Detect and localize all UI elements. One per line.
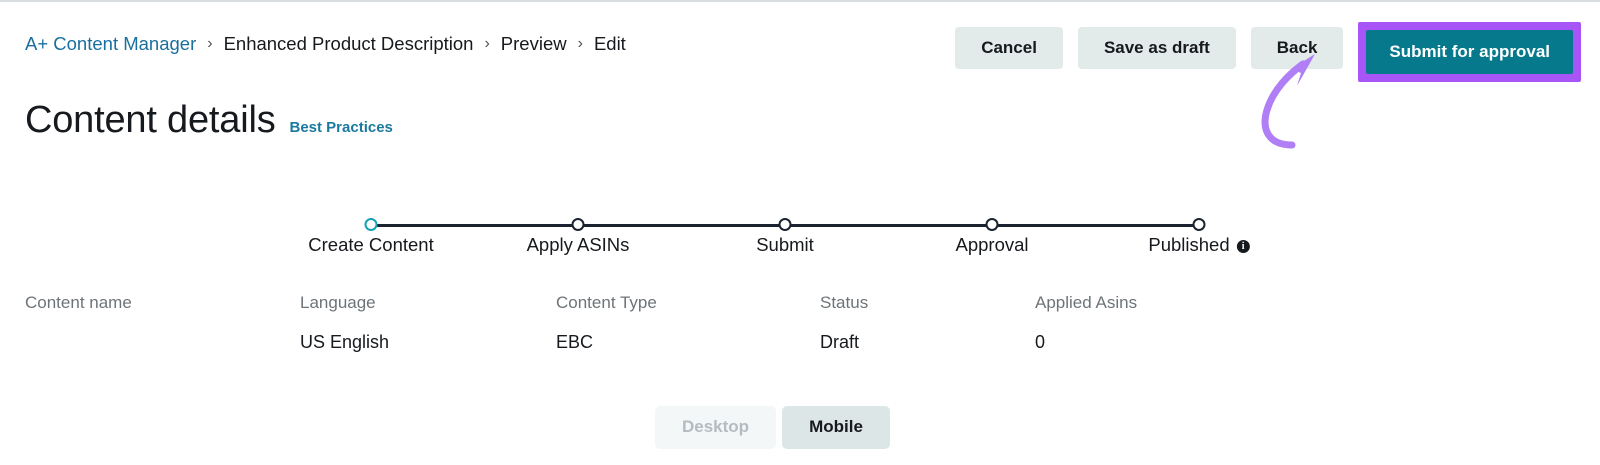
stepper-label-wrapper: Published i (1148, 234, 1250, 256)
meta-label: Status (820, 293, 869, 312)
meta-field-content-name: Content name (25, 294, 132, 351)
stepper-step-submit[interactable]: Submit (756, 218, 814, 255)
stepper-step-published[interactable]: Published i (1148, 218, 1250, 255)
stepper-step-create-content[interactable]: Create Content (308, 218, 434, 255)
breadcrumb-item-preview[interactable]: Preview (500, 33, 567, 54)
progress-stepper: Create Content Apply ASINs Submit Approv… (308, 218, 1250, 255)
meta-field-status: Status Draft (820, 294, 868, 351)
meta-value: US English (300, 332, 390, 352)
top-bar: A+ Content Manager › Enhanced Product De… (0, 2, 1600, 82)
save-as-draft-button[interactable]: Save as draft (1077, 27, 1236, 69)
stepper-label: Published (1148, 234, 1230, 255)
toolbar-actions: Cancel Save as draft Back Submit for app… (955, 22, 1581, 82)
preview-view-toggle: Desktop Mobile (655, 406, 890, 449)
breadcrumb-item-edit[interactable]: Edit (593, 33, 626, 54)
page-title: Content details (25, 99, 276, 141)
meta-field-language: Language US English (300, 294, 389, 351)
stepper-label: Apply ASINs (526, 234, 630, 255)
stepper-label: Approval (955, 234, 1029, 255)
stepper-step-approval[interactable]: Approval (955, 218, 1029, 255)
stepper-label: Submit (756, 234, 814, 255)
meta-label: Content Type (556, 293, 657, 312)
stepper-dot-icon[interactable] (985, 218, 999, 231)
meta-label: Applied Asins (1035, 293, 1138, 312)
breadcrumb-separator-icon: › (484, 35, 490, 52)
stepper-dot-icon[interactable] (778, 218, 792, 231)
submit-button-highlight: Submit for approval (1358, 22, 1581, 82)
breadcrumb-item-a-plus-content-manager[interactable]: A+ Content Manager (25, 33, 197, 54)
meta-field-content-type: Content Type EBC (556, 294, 657, 351)
cancel-button[interactable]: Cancel (955, 27, 1063, 69)
meta-field-applied-asins: Applied Asins 0 (1035, 294, 1137, 351)
stepper-dot-icon[interactable] (571, 218, 585, 231)
back-button[interactable]: Back (1250, 27, 1344, 69)
breadcrumb-separator-icon: › (207, 35, 213, 52)
best-practices-link[interactable]: Best Practices (289, 119, 393, 136)
stepper-dot-icon[interactable] (364, 218, 378, 231)
view-toggle-mobile-button[interactable]: Mobile (782, 406, 890, 449)
meta-label: Content name (25, 293, 132, 312)
stepper-label: Create Content (308, 234, 434, 255)
submit-for-approval-button[interactable]: Submit for approval (1366, 30, 1573, 74)
stepper-step-apply-asins[interactable]: Apply ASINs (527, 218, 629, 255)
breadcrumb-item-enhanced-product-description[interactable]: Enhanced Product Description (223, 33, 474, 54)
status-badge: Draft (820, 332, 860, 352)
stepper-dot-icon[interactable] (1192, 218, 1206, 231)
meta-label: Language (300, 293, 376, 312)
content-meta-fields: Content name Language US English Content… (0, 294, 1600, 364)
meta-value: 0 (1035, 332, 1046, 352)
info-icon[interactable]: i (1236, 239, 1250, 253)
breadcrumb-separator-icon: › (577, 35, 583, 52)
meta-value (25, 333, 132, 351)
breadcrumb: A+ Content Manager › Enhanced Product De… (25, 33, 626, 55)
meta-value: EBC (556, 332, 594, 352)
view-toggle-desktop-button[interactable]: Desktop (655, 406, 777, 449)
page-header: Content details Best Practices (25, 101, 393, 139)
